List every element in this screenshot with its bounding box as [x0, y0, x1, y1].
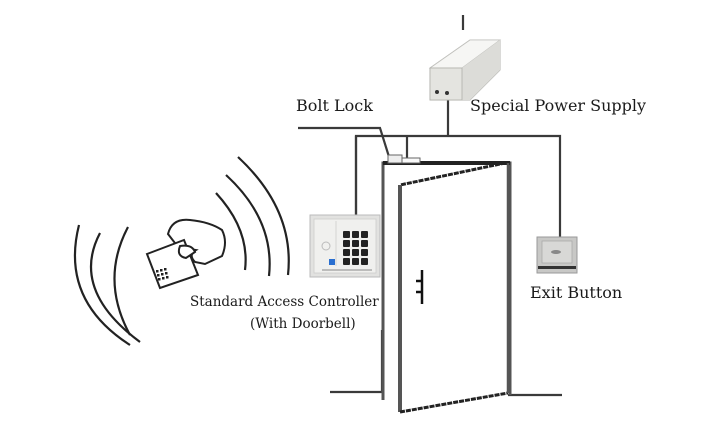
- door-handle-icon: [416, 270, 424, 304]
- keypad-key: [361, 258, 368, 265]
- bolt-lock-device: [387, 154, 421, 164]
- door-frame: [381, 161, 512, 400]
- bolt-lead-wire: [298, 126, 392, 161]
- keypad-key: [361, 249, 368, 256]
- keypad-key: [343, 231, 350, 238]
- exit-button-device: [536, 236, 578, 274]
- access-controller-note: (With Doorbell): [250, 316, 356, 332]
- radio-waves-right-icon: [215, 156, 290, 277]
- keypad-key: [361, 231, 368, 238]
- power-supply-device: [428, 39, 502, 101]
- access-controller-label: Standard Access Controller: [190, 294, 379, 310]
- access-controller-device: [309, 214, 381, 278]
- keypad-key: [352, 231, 359, 238]
- keypad-key: [343, 249, 350, 256]
- card-chip-icon: [156, 268, 169, 281]
- power-supply-label: Special Power Supply: [470, 96, 647, 115]
- keypad-key: [343, 258, 350, 265]
- controller-ground-wire: [330, 330, 384, 394]
- exit-button-label: Exit Button: [530, 283, 623, 302]
- door-leaf: [398, 161, 510, 414]
- doorbell-button: [329, 259, 335, 265]
- hand-holding-card-icon: [145, 218, 226, 290]
- bolt-lock-label: Bolt Lock: [296, 96, 373, 115]
- keypad-key: [352, 240, 359, 247]
- keypad-key: [361, 240, 368, 247]
- keypad-key: [352, 249, 359, 256]
- radio-waves-left-icon: [73, 224, 141, 346]
- keypad: [343, 231, 368, 265]
- keypad-key: [343, 240, 350, 247]
- keypad-key: [352, 258, 359, 265]
